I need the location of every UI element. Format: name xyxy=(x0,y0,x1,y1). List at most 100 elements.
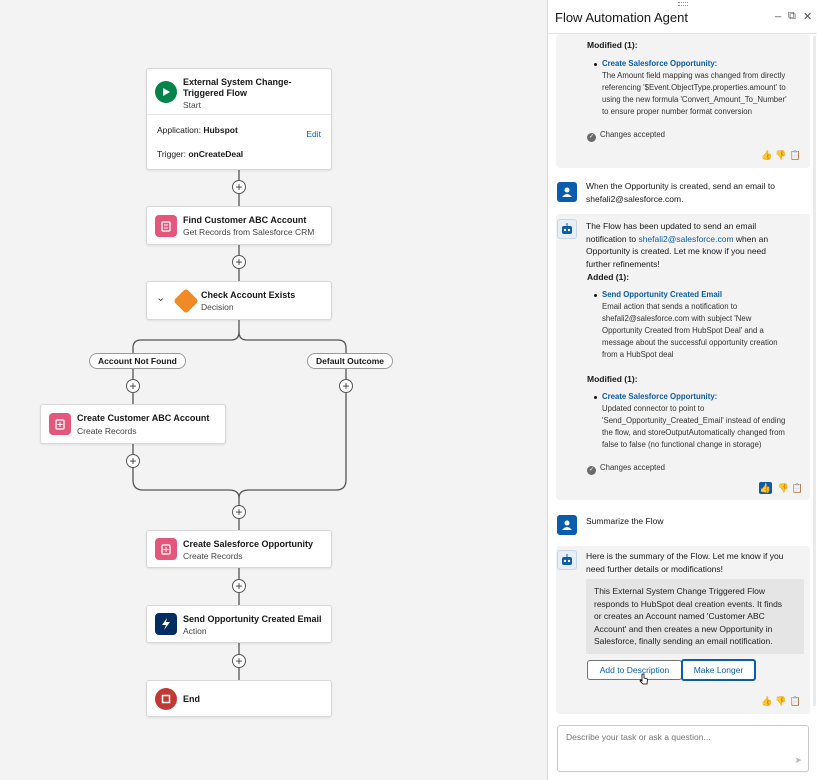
chat-input[interactable] xyxy=(558,726,808,771)
agent-avatar-icon xyxy=(557,219,577,239)
modified-line: the flow, and storeOutputAutomatically c… xyxy=(602,428,785,437)
chevron-down-icon[interactable]: ⌄ xyxy=(156,292,166,304)
find-account-title: Find Customer ABC Account xyxy=(183,215,307,225)
email-link[interactable]: shefali2@salesforce.com xyxy=(638,233,734,244)
decision-icon xyxy=(173,287,199,314)
add-element-button[interactable]: + xyxy=(232,654,246,668)
added-link[interactable]: Send Opportunity Created Email xyxy=(602,290,723,299)
change-line: using the new formula 'Convert_Amount_To… xyxy=(602,95,787,104)
get-records-icon xyxy=(155,214,177,237)
add-element-button[interactable]: + xyxy=(232,505,246,519)
agent-panel: Flow Automation Agent _ ⧉ ✕ Modified (1)… xyxy=(547,0,817,780)
added-heading: Added (1): xyxy=(587,272,630,282)
add-element-button[interactable]: + xyxy=(339,379,353,393)
thumbs-up-icon[interactable]: 👍 xyxy=(761,696,776,706)
send-email-node[interactable]: Send Opportunity Created Email Action xyxy=(146,605,332,643)
send-email-title: Send Opportunity Created Email xyxy=(183,614,322,624)
decision-title: Check Account Exists xyxy=(201,290,296,300)
copy-icon[interactable]: 📋 xyxy=(789,150,804,160)
user-avatar xyxy=(557,515,577,535)
modified-link[interactable]: Create Salesforce Opportunity: xyxy=(602,392,718,401)
find-account-node[interactable]: Find Customer ABC Account Get Records fr… xyxy=(146,206,332,245)
modified-line: false to false (no functional change in … xyxy=(602,440,762,449)
change-line: to ensure proper number format conversio… xyxy=(602,107,752,116)
application-field: Application: Hubspot xyxy=(157,125,238,135)
create-records-icon xyxy=(155,538,177,560)
agent-message: The Flow has been updated to send an ema… xyxy=(556,214,810,500)
end-title: End xyxy=(183,694,200,704)
close-icon[interactable]: ✕ xyxy=(803,11,813,23)
agent-intro: Here is the summary of the Flow. Let me … xyxy=(586,551,784,574)
add-element-button[interactable]: + xyxy=(126,454,140,468)
modified-line: 'Send_Opportunity_Created_Email' instead… xyxy=(602,416,786,425)
create-account-title: Create Customer ABC Account xyxy=(77,413,210,423)
thumbs-down-icon[interactable]: 👎 xyxy=(777,483,792,493)
decision-node[interactable]: ⌄ Check Account Exists Decision xyxy=(146,281,332,320)
agent-message: Modified (1): Create Salesforce Opportun… xyxy=(556,34,810,168)
chat-composer[interactable]: ➤ xyxy=(557,725,809,772)
chat-scrollbar[interactable] xyxy=(813,36,816,706)
user-avatar xyxy=(557,182,577,202)
start-node-header: External System Change- Triggered Flow S… xyxy=(147,69,331,115)
mouse-cursor-icon xyxy=(639,673,649,687)
copy-icon[interactable]: 📋 xyxy=(789,696,804,706)
changes-accepted-status: ✓Changes accepted xyxy=(587,463,666,475)
add-element-button[interactable]: + xyxy=(232,180,246,194)
thumbs-down-icon[interactable]: 👎 xyxy=(775,696,790,706)
thumbs-up-icon[interactable]: 👍 xyxy=(759,482,772,494)
create-opportunity-title: Create Salesforce Opportunity xyxy=(183,539,314,549)
create-opportunity-node[interactable]: Create Salesforce Opportunity Create Rec… xyxy=(146,530,332,568)
feedback-bar: 👍 👎📋 xyxy=(759,482,806,494)
check-icon: ✓ xyxy=(587,466,596,475)
create-account-subtitle: Create Records xyxy=(77,426,137,436)
changes-accepted-status: ✓Changes accepted xyxy=(587,130,666,142)
branch-label-account-not-found[interactable]: Account Not Found xyxy=(89,353,186,369)
agent-intro: The Flow has been updated to send an ema… xyxy=(586,221,769,269)
chat-thread[interactable]: Modified (1): Create Salesforce Opportun… xyxy=(548,34,817,714)
bullet xyxy=(594,294,597,297)
panel-header: Flow Automation Agent _ ⧉ ✕ xyxy=(548,0,817,34)
flow-summary: This External System Change Triggered Fl… xyxy=(586,579,804,654)
start-node-title: External System Change- Triggered Flow xyxy=(183,77,292,98)
feedback-bar: 👍👎📋 xyxy=(761,696,804,707)
start-node[interactable]: External System Change- Triggered Flow S… xyxy=(146,68,332,170)
user-message: When the Opportunity is created, send an… xyxy=(586,181,775,204)
thumbs-down-icon[interactable]: 👎 xyxy=(775,150,790,160)
modified-heading: Modified (1): xyxy=(587,374,638,384)
create-account-node[interactable]: Create Customer ABC Account Create Recor… xyxy=(40,404,226,444)
feedback-bar: 👍👎📋 xyxy=(761,150,804,161)
thumbs-up-icon[interactable]: 👍 xyxy=(761,150,776,160)
flow-canvas[interactable]: External System Change- Triggered Flow S… xyxy=(0,0,547,780)
find-account-subtitle: Get Records from Salesforce CRM xyxy=(183,227,315,237)
add-to-description-button[interactable]: Add to Description xyxy=(587,660,682,680)
edit-link[interactable]: Edit xyxy=(306,129,321,139)
send-email-subtitle: Action xyxy=(183,626,207,636)
send-icon[interactable]: ➤ xyxy=(794,755,802,765)
add-element-button[interactable]: + xyxy=(232,579,246,593)
copy-icon[interactable]: 📋 xyxy=(791,483,806,493)
branch-label-default-outcome[interactable]: Default Outcome xyxy=(307,353,394,369)
popout-icon[interactable]: ⧉ xyxy=(788,10,796,22)
add-element-button[interactable]: + xyxy=(126,379,140,393)
modified-heading: Modified (1): xyxy=(587,40,638,50)
add-element-button[interactable]: + xyxy=(232,255,246,269)
decision-subtitle: Decision xyxy=(201,302,234,312)
change-link[interactable]: Create Salesforce Opportunity: xyxy=(602,59,718,68)
bullet xyxy=(594,63,597,66)
lightning-icon xyxy=(155,613,177,635)
drag-handle[interactable] xyxy=(678,2,688,6)
start-node-subtitle: Start xyxy=(183,100,201,110)
check-icon: ✓ xyxy=(587,133,596,142)
panel-title: Flow Automation Agent xyxy=(555,10,688,25)
agent-avatar-icon xyxy=(557,550,577,570)
play-icon xyxy=(155,81,177,103)
added-line: Email action that sends a notification t… xyxy=(602,302,738,311)
minimize-icon[interactable]: _ xyxy=(775,6,782,18)
added-line: message about the successful opportunity… xyxy=(602,338,778,347)
change-line: The Amount field mapping was changed fro… xyxy=(602,71,786,80)
end-node[interactable]: End xyxy=(146,680,332,717)
trigger-field: Trigger: onCreateDeal xyxy=(157,149,244,159)
make-longer-button[interactable]: Make Longer xyxy=(681,659,756,681)
added-line: from a HubSpot deal xyxy=(602,350,674,359)
stop-icon xyxy=(155,687,177,710)
